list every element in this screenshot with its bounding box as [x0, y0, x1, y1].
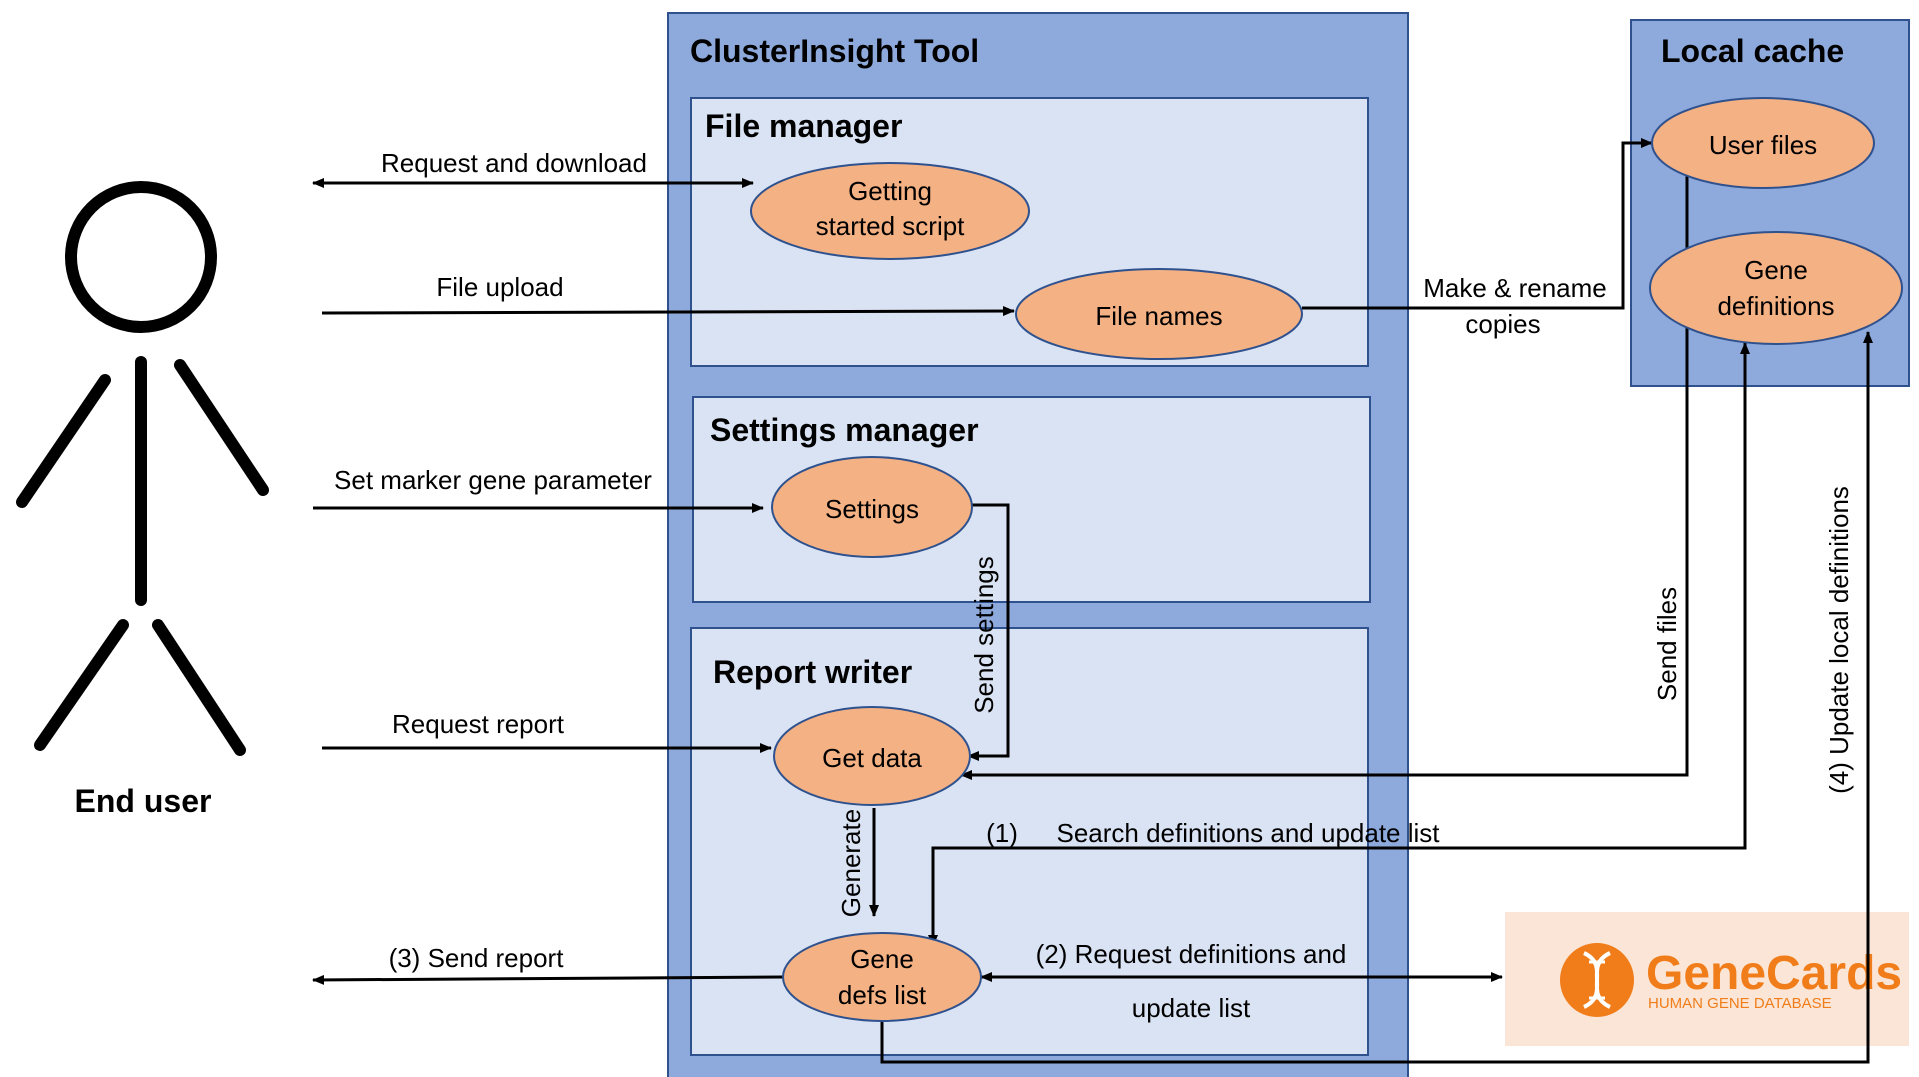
- send-report-label: (3) Send report: [389, 943, 565, 973]
- end-user-actor: End user: [16, 181, 269, 819]
- gene-defs-list-node[interactable]: Gene defs list: [782, 932, 982, 1022]
- getting-started-ellipse[interactable]: [750, 162, 1030, 260]
- settings-label: Settings: [825, 494, 919, 524]
- genecards-logo: GeneCards HUMAN GENE DATABASE: [1505, 912, 1909, 1046]
- gene-defs-list-label-line1: Gene: [850, 944, 914, 974]
- gene-defs-list-label-line2: defs list: [838, 980, 927, 1010]
- file-upload-arrow: [321, 306, 1015, 317]
- actor-right-leg: [152, 619, 246, 756]
- update-local-arrow: [880, 331, 1873, 1064]
- send-report-arrow: [312, 974, 785, 985]
- settings-manager-title: Settings manager: [710, 412, 979, 448]
- user-files-label: User files: [1709, 130, 1817, 160]
- update-local-label: (4) Update local definitions: [1824, 486, 1854, 794]
- getting-started-node[interactable]: Getting started script: [750, 162, 1030, 260]
- request-definitions-label-line2: update list: [1132, 993, 1251, 1023]
- genecards-tagline: HUMAN GENE DATABASE: [1648, 995, 1832, 1012]
- actor-left-arm: [16, 374, 111, 508]
- gene-definitions-node[interactable]: Gene definitions: [1649, 231, 1903, 345]
- gene-definitions-ellipse[interactable]: [1649, 231, 1903, 345]
- settings-ellipse[interactable]: [771, 456, 973, 558]
- clusterinsight-tool-title: ClusterInsight Tool: [690, 33, 979, 69]
- search-definitions-label: Search definitions and update list: [1056, 818, 1440, 848]
- request-definitions-label-line1: (2) Request definitions and: [1036, 939, 1347, 969]
- generate-label: Generate: [836, 809, 866, 917]
- dna-icon: [1583, 951, 1611, 1009]
- user-files-ellipse[interactable]: [1651, 97, 1875, 189]
- file-names-node[interactable]: File names: [1015, 268, 1303, 360]
- actor-left-leg: [34, 619, 129, 751]
- gene-definitions-label-line1: Gene: [1744, 255, 1808, 285]
- flow-labels: Request and download File upload Set mar…: [334, 148, 1854, 1023]
- user-files-node[interactable]: User files: [1651, 97, 1875, 189]
- request-download-label: Request and download: [381, 148, 647, 178]
- send-files-label: Send files: [1652, 587, 1682, 701]
- report-writer-title: Report writer: [713, 654, 912, 690]
- dna-rungs-icon: [1589, 960, 1605, 1000]
- file-names-ellipse[interactable]: [1015, 268, 1303, 360]
- get-data-ellipse[interactable]: [773, 706, 971, 806]
- actor-head: [65, 181, 217, 333]
- get-data-node[interactable]: Get data: [773, 706, 971, 806]
- send-settings-label: Send settings: [969, 556, 999, 714]
- settings-node[interactable]: Settings: [771, 456, 973, 558]
- request-report-label: Request report: [392, 709, 565, 739]
- search-definitions-arrow: [928, 342, 1750, 947]
- actor-label: End user: [75, 783, 212, 819]
- make-rename-label-line2: copies: [1465, 309, 1540, 339]
- gene-definitions-label-line2: definitions: [1717, 291, 1834, 321]
- search-definitions-number: (1): [986, 818, 1018, 848]
- actor-right-arm: [174, 359, 269, 496]
- local-cache-title: Local cache: [1661, 33, 1844, 69]
- genecards-wordmark: GeneCards: [1646, 947, 1902, 1000]
- getting-started-label-line1: Getting: [848, 176, 932, 206]
- file-names-label: File names: [1095, 301, 1222, 331]
- make-rename-arrow: [1302, 138, 1653, 310]
- gene-defs-list-ellipse[interactable]: [782, 932, 982, 1022]
- make-rename-label-line1: Make & rename: [1423, 273, 1607, 303]
- flow-lines: [312, 138, 1873, 1064]
- file-upload-label: File upload: [436, 272, 563, 302]
- getting-started-label-line2: started script: [816, 211, 966, 241]
- set-marker-label: Set marker gene parameter: [334, 465, 652, 495]
- file-manager-title: File manager: [705, 108, 902, 144]
- get-data-label: Get data: [822, 743, 922, 773]
